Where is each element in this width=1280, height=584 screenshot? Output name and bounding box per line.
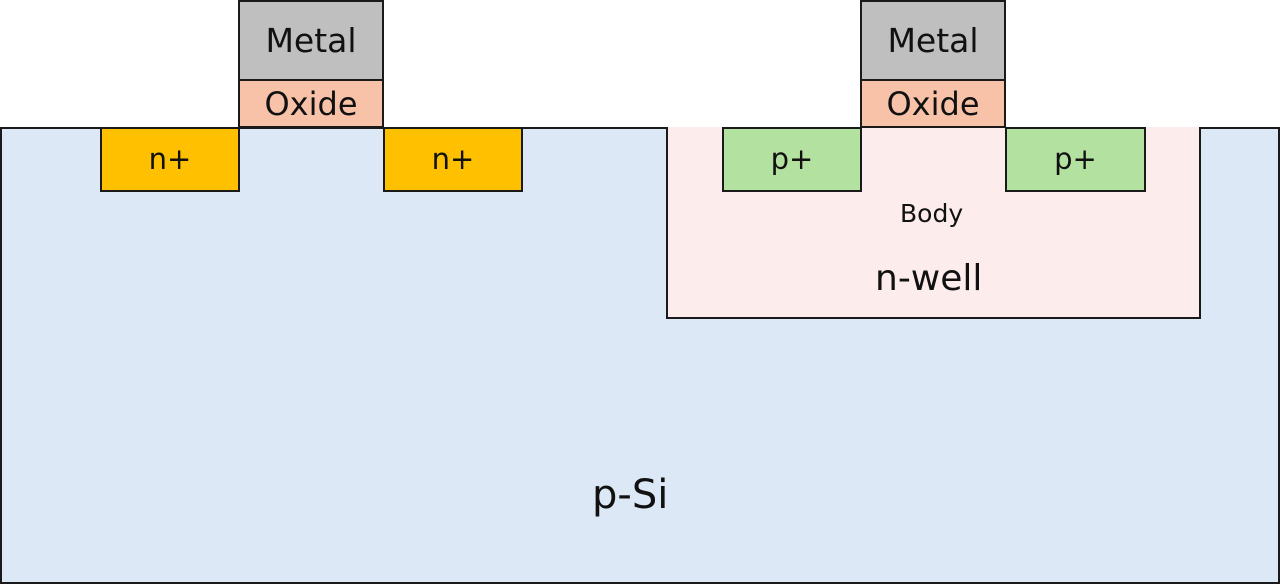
- substrate-label: p-Si: [592, 472, 669, 518]
- pmos-gate-oxide: Oxide: [860, 79, 1006, 128]
- pmos-oxide-label: Oxide: [886, 84, 980, 123]
- nmos-drain-n-plus: n+: [383, 127, 523, 192]
- pmos-metal-label: Metal: [887, 21, 979, 60]
- nmos-source-label: n+: [148, 142, 192, 176]
- pmos-source-label: p+: [770, 142, 814, 176]
- pmos-drain-p-plus: p+: [1005, 127, 1146, 192]
- n-well-label: n-well: [875, 258, 983, 299]
- nmos-drain-label: n+: [431, 142, 475, 176]
- pmos-source-p-plus: p+: [722, 127, 862, 192]
- nmos-gate-oxide: Oxide: [238, 79, 384, 128]
- nmos-metal-label: Metal: [265, 21, 357, 60]
- pmos-gate-metal: Metal: [860, 0, 1006, 81]
- pmos-drain-label: p+: [1054, 142, 1097, 176]
- body-label: Body: [900, 199, 964, 228]
- nmos-oxide-label: Oxide: [264, 84, 358, 123]
- nmos-source-n-plus: n+: [100, 127, 240, 192]
- nmos-gate-metal: Metal: [238, 0, 384, 81]
